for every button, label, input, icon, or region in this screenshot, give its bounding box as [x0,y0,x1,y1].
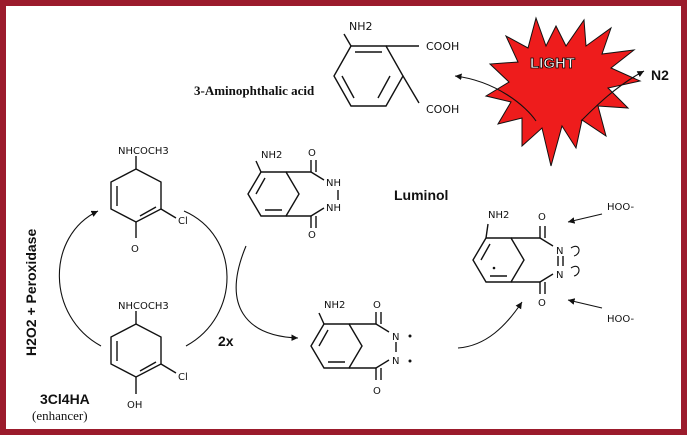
electron-curl-top [570,245,580,257]
radical-dot-bottom [408,359,412,363]
diazaquinone-n-bottom: N [556,270,563,281]
electron-curl-bottom [570,265,580,277]
luminol-o-bottom: O [308,230,316,241]
radical-o-bottom: O [373,386,381,397]
arrow-radical-to-diazaquinone [457,301,523,349]
radical-n-bottom: N [392,356,399,367]
radical-o: O [131,244,139,255]
phenol-oh: OH [127,400,142,411]
cycle-arrow-right [183,210,228,347]
reaction-diagram: NH2 COOH COOH 3-Aminophthalic acid LIGHT… [23,16,669,423]
luminol-label: Luminol [394,187,448,203]
luminol-nh2: NH2 [261,150,282,161]
aminophthalic-acid-structure [333,33,420,107]
hoo-bottom-label: HOO- [607,314,635,325]
radical-nhcoch3: NHCOCH3 [118,146,169,157]
light-label: LIGHT [530,55,575,72]
arrow-to-aminophthalic [454,73,537,122]
phenol-nhcoch3: NHCOCH3 [118,301,169,312]
arrow-hoo-bottom [567,298,603,309]
enhancer-name: 3Cl4HA [40,391,90,407]
radical-n-top: N [392,332,399,343]
aminophthalic-cooh-top: COOH [426,40,459,53]
arrow-to-n2 [580,70,645,122]
luminol-structure [247,160,339,228]
radical-nh2: NH2 [324,300,345,311]
phenol-cl: Cl [178,372,188,383]
arrow-hoo-top [567,213,603,224]
multiplier-label: 2x [218,333,234,349]
diazaquinone-n-top: N [556,246,563,257]
phenol-structure [110,311,177,394]
aminophthalic-nh2: NH2 [349,20,373,33]
n2-label: N2 [651,67,669,83]
diazaquinone-o-top: O [538,212,546,223]
luminol-o-top: O [308,148,316,159]
radical-dot-top [408,334,412,338]
diazaquinone-structure [472,223,564,294]
starburst-icon [484,16,642,167]
diazaquinone-nh2: NH2 [488,210,509,221]
luminol-nh-bottom: NH [326,203,341,214]
radical-o-top: O [373,300,381,311]
hoo-top-label: HOO- [607,202,635,213]
aminophthalic-cooh-bottom: COOH [426,103,459,116]
diazaquinone-o-bottom: O [538,298,546,309]
luminol-nh-top: NH [326,178,341,189]
arrow-luminol-to-radical [235,245,299,342]
radical-cl: Cl [178,216,188,227]
phenoxy-radical-structure [110,156,177,238]
enhancer-label: (enhancer) [32,408,88,423]
cycle-arrow-left [58,210,102,347]
aminophthalic-acid-label: 3-Aminophthalic acid [194,83,315,98]
reagents-label: H2O2 + Peroxidase [23,229,39,356]
luminol-radical-structure [310,312,397,380]
